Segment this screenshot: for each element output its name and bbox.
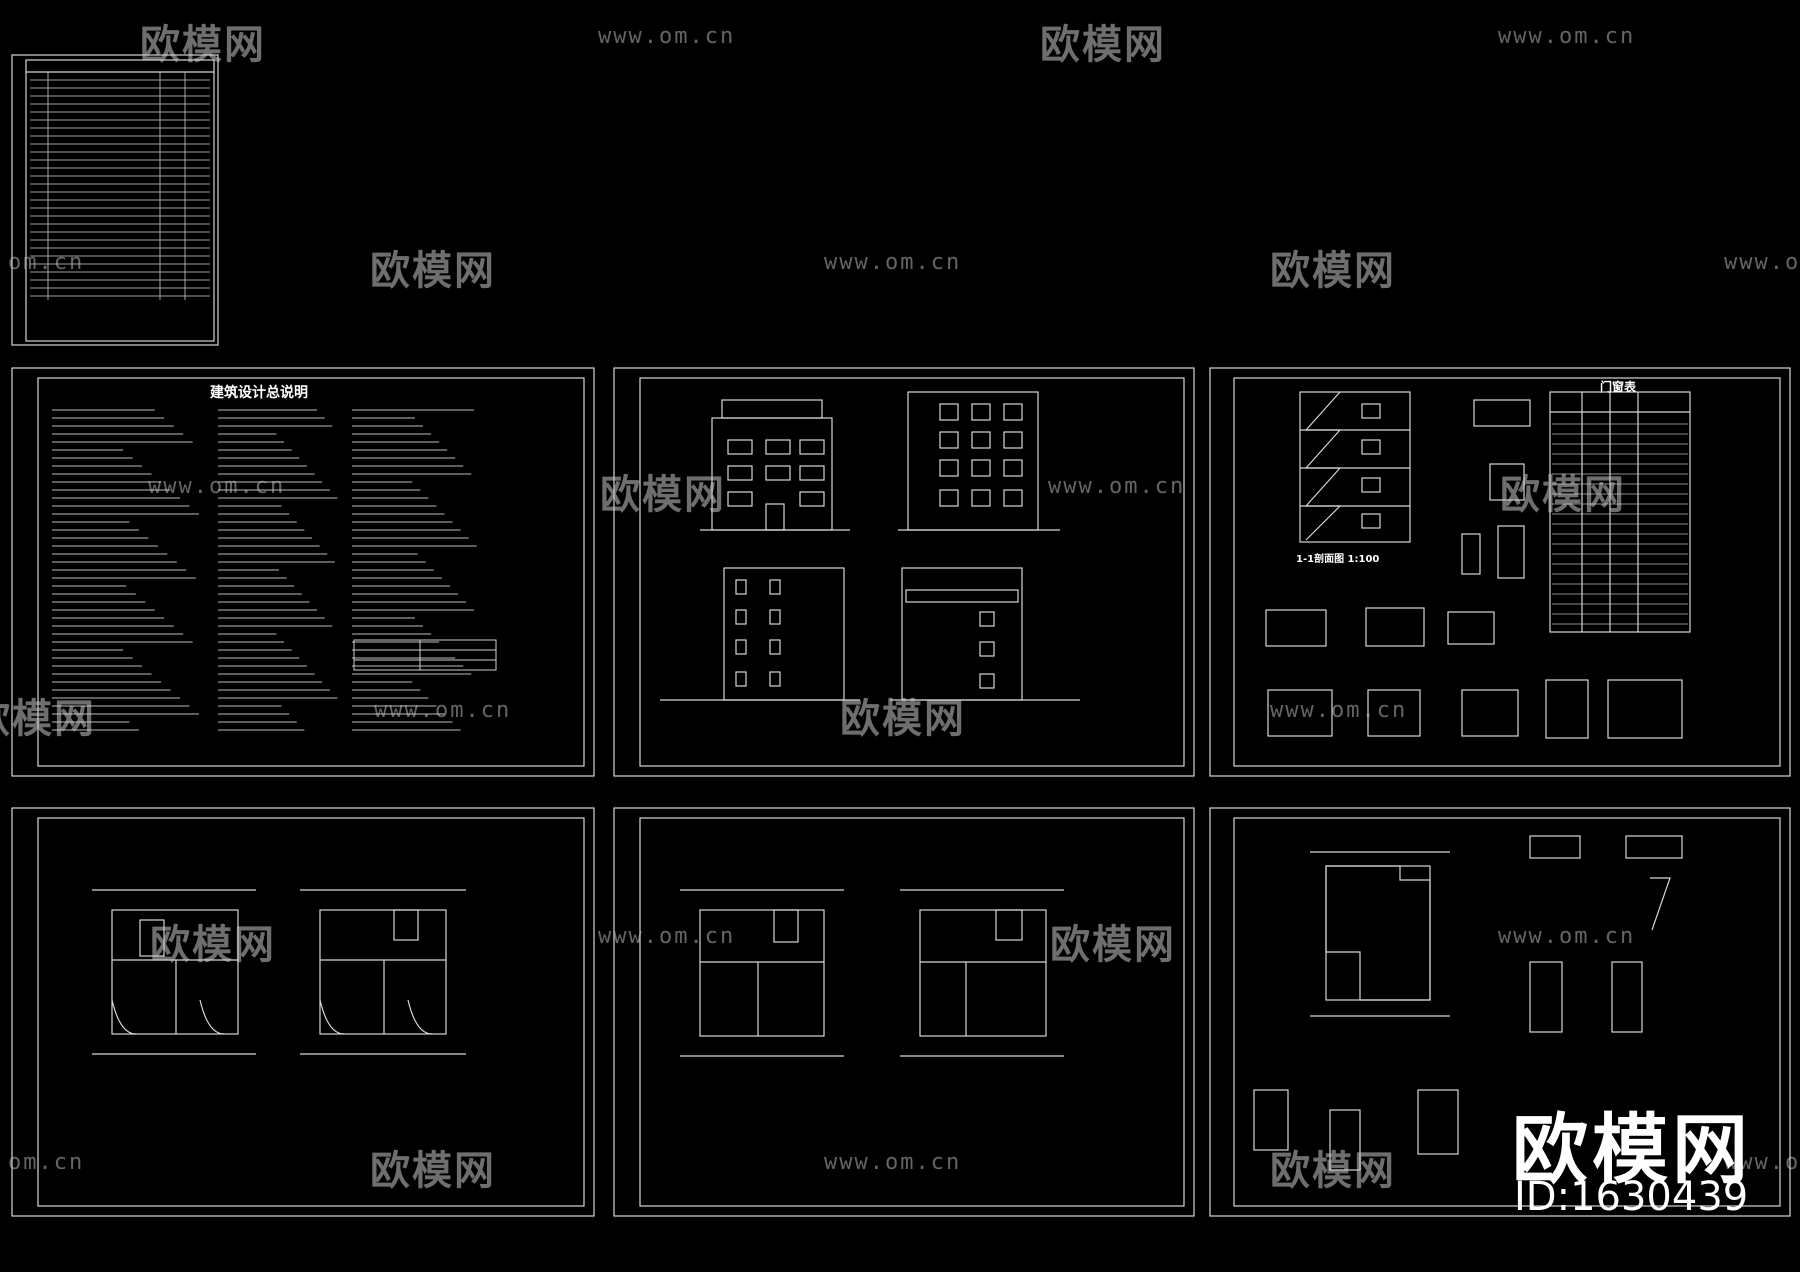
watermark-url: www.om.cn (1498, 24, 1636, 49)
right-side-elevation (890, 567, 1080, 701)
watermark-logo: 欧模网 (140, 22, 266, 68)
watermark-logo: 欧模网 (1270, 1148, 1396, 1194)
watermark-logo: 欧模网 (600, 472, 726, 518)
watermark-url: www.o (1724, 250, 1800, 275)
watermark-logo: 欧模网 (840, 696, 966, 742)
roof-plan (1310, 851, 1450, 1017)
watermark-logo: 欧模网 (1050, 922, 1176, 968)
watermark-url: www.om.cn (824, 250, 962, 275)
watermark-url: om.cn (8, 250, 85, 275)
watermark-url: www.om.cn (374, 698, 512, 723)
watermark-logo: 欧模网 (370, 1148, 496, 1194)
front-elevation (700, 399, 850, 531)
first-floor-plan (92, 889, 256, 1055)
watermark-logo: 欧模网 (370, 248, 496, 294)
window-details (1265, 399, 1683, 739)
watermark-logo: 欧模网 (150, 922, 276, 968)
rear-elevation (898, 391, 1060, 531)
door-window-table-title: 门窗表 (1600, 380, 1637, 394)
watermark-url: www.o (1724, 1150, 1800, 1175)
drawing-index-table (30, 72, 210, 300)
second-floor-plan (300, 889, 466, 1055)
watermark-url: www.om.cn (598, 924, 736, 949)
design-notes-text-block (52, 409, 477, 731)
watermark-url: www.om.cn (1048, 474, 1186, 499)
drawing-index-sheet (11, 54, 219, 346)
fourth-floor-plan (900, 889, 1064, 1057)
watermark-logo: 欧模网 (1040, 22, 1166, 68)
notes-table (353, 639, 497, 671)
section-1-1 (1299, 391, 1411, 543)
roof-details (1253, 835, 1683, 1171)
watermark-url: www.om.cn (1498, 924, 1636, 949)
watermark-logo: 欧模网 (0, 696, 96, 742)
left-side-elevation (660, 567, 860, 701)
watermark-logo: 欧模网 (1270, 248, 1396, 294)
third-floor-plan (680, 889, 844, 1057)
door-window-table (1549, 391, 1691, 633)
watermark-url: om.cn (8, 1150, 85, 1175)
brand-id: ID:1630439 (1514, 1174, 1749, 1220)
watermark-url: www.om.cn (1270, 698, 1408, 723)
section-label: 1-1剖面图 1:100 (1296, 554, 1380, 565)
watermark-logo: 欧模网 (1500, 472, 1626, 518)
watermark-url: www.om.cn (598, 24, 736, 49)
watermark-url: www.om.cn (148, 474, 286, 499)
watermark-url: www.om.cn (824, 1150, 962, 1175)
brand-logo: 欧模网 (1512, 1105, 1752, 1194)
design-notes-title: 建筑设计总说明 (210, 385, 308, 401)
